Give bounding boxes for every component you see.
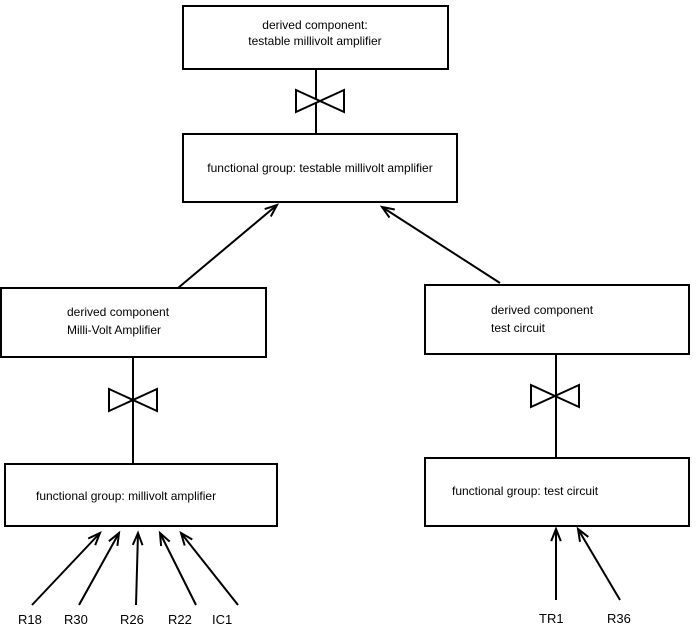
arrow-r30 <box>78 530 121 606</box>
bowtie-connector-right-left-triangle <box>530 383 558 409</box>
component-label-r36: R36 <box>607 611 631 626</box>
derived-component-milli-volt-amplifier-text-line-1: derived component <box>67 305 170 319</box>
arrow-r26-shaft <box>135 532 139 606</box>
arrow-tr1 <box>550 526 562 600</box>
arrow-ic1-head <box>179 530 193 546</box>
functional-group-testable-millivolt-amplifier[interactable]: functional group: testable millivolt amp… <box>182 133 458 203</box>
arrow-r22-shaft <box>159 532 197 606</box>
link-layer <box>132 70 557 463</box>
derived-component-test-circuit[interactable]: derived component test circuit <box>424 284 690 355</box>
bowtie-connector-top <box>295 88 345 114</box>
functional-group-test-circuit-text-line-1: functional group: test circuit <box>452 484 599 498</box>
component-label-r22: R22 <box>168 612 192 627</box>
bowtie-connector-left-right-triangle <box>130 387 158 413</box>
arrow-r18-shaft <box>31 532 101 606</box>
component-label-r18: R18 <box>18 612 42 627</box>
bowtie-connector-right-right-triangle <box>552 383 580 409</box>
bowtie-connector-left <box>108 387 158 413</box>
component-label-r26: R26 <box>120 612 144 627</box>
functional-group-millivolt-amplifier-frame <box>4 463 278 527</box>
bowtie-connector-right <box>530 383 580 409</box>
arrow-test-circuit-to-functional-group-shaft <box>381 206 501 284</box>
arrow-r26 <box>131 530 144 606</box>
bowtie-connector-top-right-triangle <box>317 88 345 114</box>
bowtie-connector-top-left-triangle <box>295 88 323 114</box>
arrow-r30-head <box>108 530 121 547</box>
arrow-r26-head <box>131 530 144 546</box>
functional-group-testable-millivolt-amplifier-frame <box>182 133 458 203</box>
arrow-r22 <box>158 530 197 606</box>
functional-group-test-circuit[interactable]: functional group: test circuit <box>424 457 690 527</box>
component-label-tr1: TR1 <box>539 611 564 626</box>
arrow-milli-volt-amplifier-to-functional-group-shaft <box>177 204 278 289</box>
arrow-r22-head <box>158 530 171 547</box>
arrow-r18-head <box>87 531 102 546</box>
arrow-r36-head <box>576 526 589 542</box>
box-layer: derived component: testable millivolt am… <box>0 5 690 527</box>
derived-component-test-circuit-frame <box>424 284 690 355</box>
derived-component-test-circuit-text-line-1: derived component <box>491 303 594 317</box>
arrow-test-circuit-to-functional-group-head <box>379 205 395 219</box>
functional-group-testable-millivolt-amplifier-text-line-1: functional group: testable millivolt amp… <box>207 161 432 175</box>
arrow-r36 <box>576 526 621 601</box>
arrow-r18 <box>31 531 102 606</box>
leaf-label-layer: R18 R30 R26 R22 IC1 TR1 R36 <box>18 611 631 627</box>
bowtie-connector-left-left-triangle <box>108 387 136 413</box>
component-label-ic1: IC1 <box>212 612 232 627</box>
derived-component-test-circuit-text-line-2: test circuit <box>491 321 546 335</box>
arrow-r30-shaft <box>78 532 120 606</box>
arrow-milli-volt-amplifier-to-functional-group <box>177 203 280 289</box>
functional-group-millivolt-amplifier[interactable]: functional group: millivolt amplifier <box>4 463 278 527</box>
derived-component-milli-volt-amplifier-text-line-2: Milli-Volt Amplifier <box>67 323 161 337</box>
bowtie-layer <box>108 88 580 413</box>
derived-component-testable-millivolt-amplifier[interactable]: derived component: testable millivolt am… <box>182 5 449 70</box>
functional-group-millivolt-amplifier-text-line-1: functional group: millivolt amplifier <box>36 489 216 503</box>
arrow-r36-shaft <box>577 528 621 601</box>
derived-component-milli-volt-amplifier-frame <box>0 287 267 358</box>
derived-component-testable-millivolt-amplifier-text-line-2: testable millivolt amplifier <box>248 34 381 48</box>
functional-group-test-circuit-frame <box>424 457 690 527</box>
derived-component-testable-millivolt-amplifier-text-line-1: derived component: <box>262 18 367 32</box>
derived-component-testable-millivolt-amplifier-frame <box>182 5 449 70</box>
arrow-tr1-head <box>550 526 562 542</box>
arrow-ic1 <box>179 530 239 606</box>
arrow-test-circuit-to-functional-group <box>379 205 501 284</box>
arrow-milli-volt-amplifier-to-functional-group-head <box>264 203 280 217</box>
component-label-r30: R30 <box>64 612 88 627</box>
arrow-layer <box>31 203 621 606</box>
arrow-ic1-shaft <box>180 532 239 606</box>
